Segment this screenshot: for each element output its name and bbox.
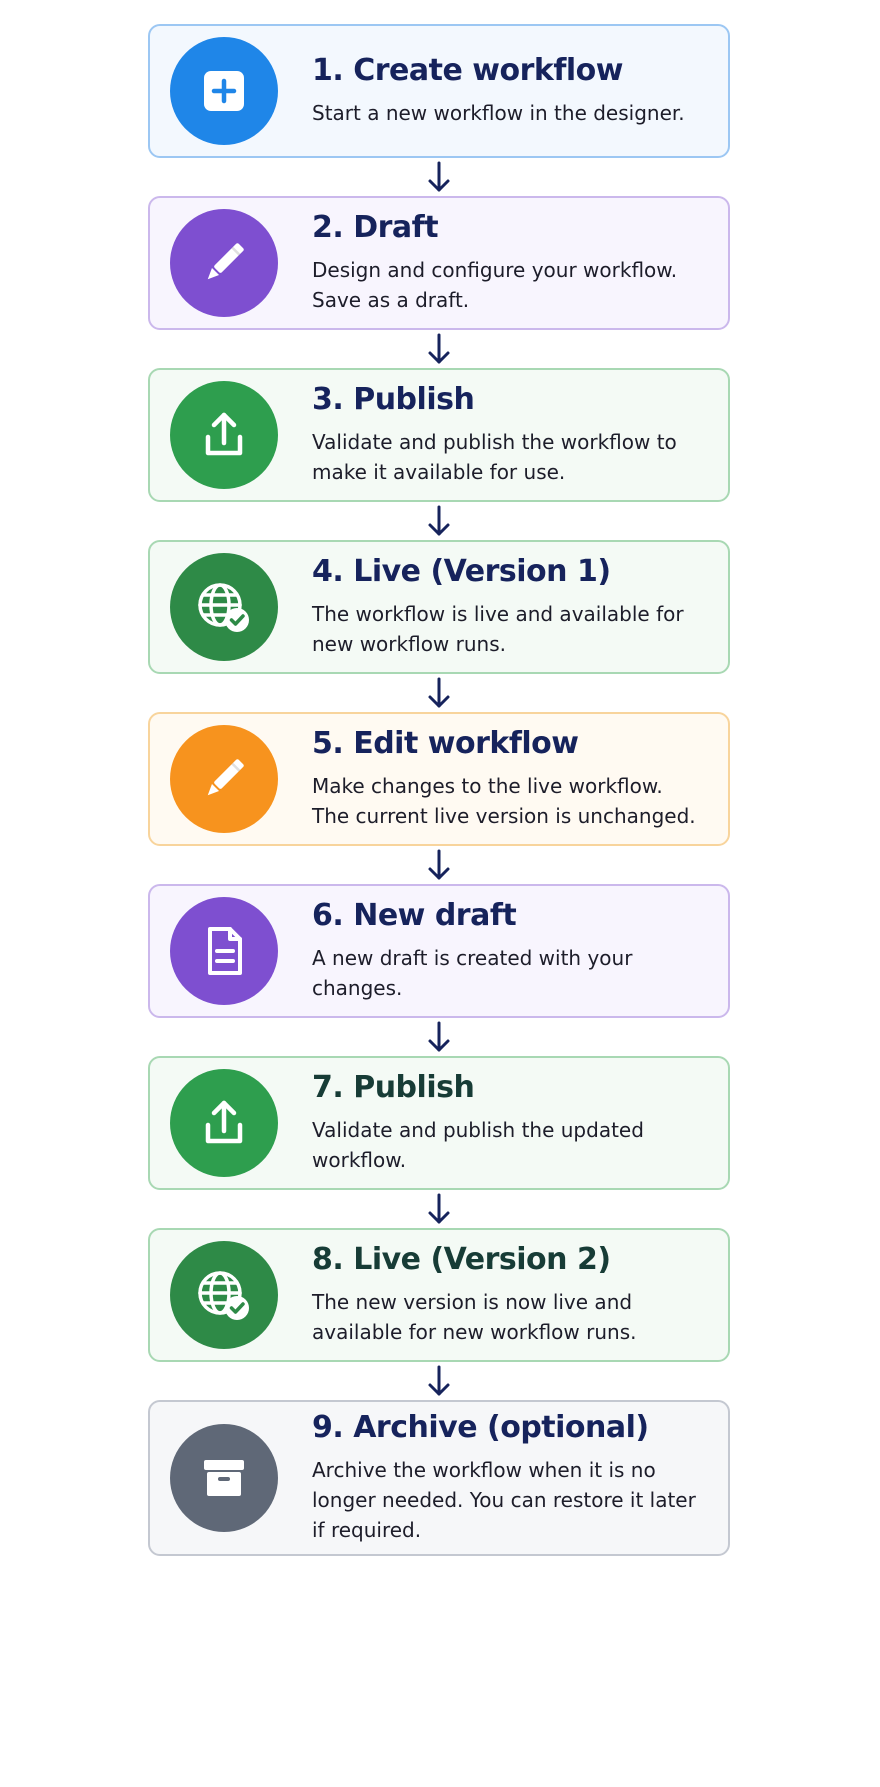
down-arrow-icon [148, 502, 730, 540]
down-arrow-icon [148, 158, 730, 196]
step-description: Archive the workflow when it is no longe… [312, 1458, 696, 1543]
step-description: Start a new workflow in the designer. [312, 101, 685, 126]
edit-pencil-icon [170, 725, 278, 833]
down-arrow-icon [148, 1018, 730, 1056]
live-v2-globe-check-icon [170, 1241, 278, 1349]
publish-upload-icon [170, 381, 278, 489]
step-description: Make changes to the live workflow. The c… [312, 774, 696, 829]
step-text: 4. Live (Version 1) The workflow is live … [312, 553, 704, 660]
step-text: 8. Live (Version 2) The new version is no… [312, 1241, 704, 1348]
down-arrow-icon [148, 846, 730, 884]
step-description: Validate and publish the updated workflo… [312, 1118, 644, 1173]
down-arrow-icon [148, 674, 730, 712]
step-title: 6. New draft [312, 897, 517, 933]
step-title: 5. Edit workflow [312, 725, 579, 761]
step-title: 2. Draft [312, 209, 439, 245]
new-draft-document-icon [170, 897, 278, 1005]
draft-pencil-icon [170, 209, 278, 317]
down-arrow-icon [148, 330, 730, 368]
step-title: 1. Create workflow [312, 52, 623, 88]
step-title: 4. Live (Version 1) [312, 553, 611, 589]
create-workflow-plus-icon [170, 37, 278, 145]
step-text: 6. New draft A new draft is created with … [312, 897, 704, 1004]
step-title: 9. Archive (optional) [312, 1409, 649, 1445]
live-globe-check-icon [170, 553, 278, 661]
step-description: The new version is now live and availabl… [312, 1290, 637, 1345]
step-title: 8. Live (Version 2) [312, 1241, 611, 1277]
step-text: 9. Archive (optional) Archive the workflo… [312, 1409, 704, 1546]
step-card: 8. Live (Version 2) The new version is no… [148, 1228, 730, 1362]
step-description: A new draft is created with your changes… [312, 946, 633, 1001]
step-description: Design and configure your workflow. Save… [312, 258, 678, 313]
step-description: Validate and publish the workflow to mak… [312, 430, 677, 485]
step-card: 4. Live (Version 1) The workflow is live … [148, 540, 730, 674]
step-card: 6. New draft A new draft is created with … [148, 884, 730, 1018]
step-title: 7. Publish [312, 1069, 475, 1105]
archive-box-icon [170, 1424, 278, 1532]
down-arrow-icon [148, 1362, 730, 1400]
step-description: The workflow is live and available for n… [312, 602, 684, 657]
publish-updated-upload-icon [170, 1069, 278, 1177]
down-arrow-icon [148, 1190, 730, 1228]
step-card: 9. Archive (optional) Archive the workflo… [148, 1400, 730, 1556]
step-title: 3. Publish [312, 381, 475, 417]
